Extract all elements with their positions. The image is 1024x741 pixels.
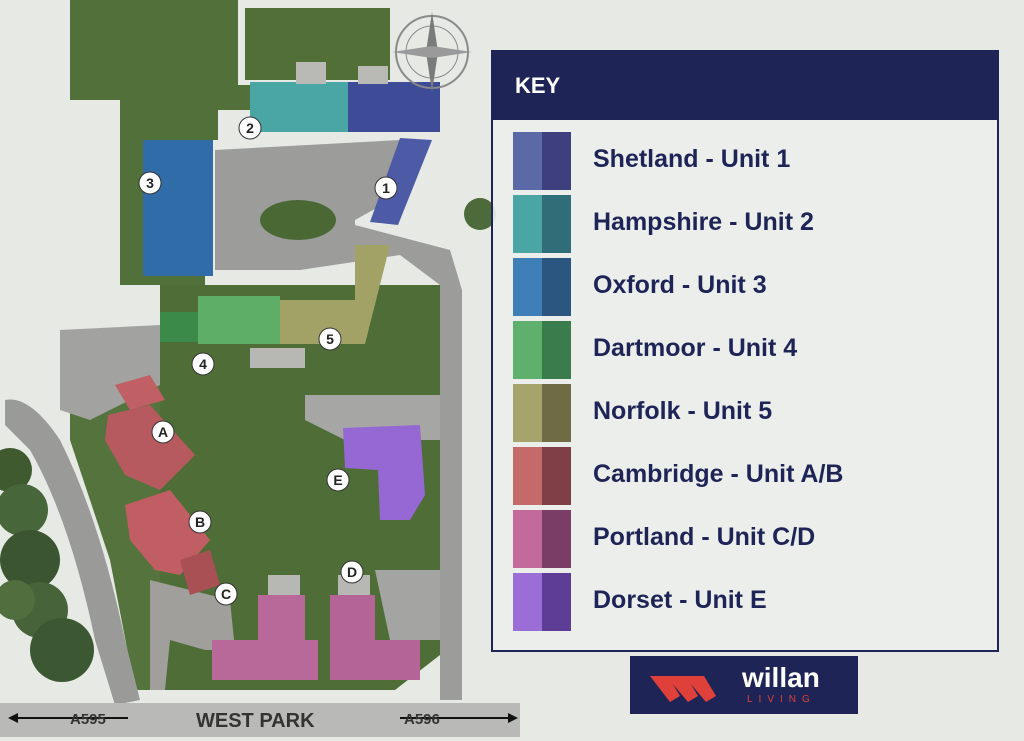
unit-5-building <box>280 245 390 344</box>
key-item: Portland - Unit C/D <box>513 510 983 568</box>
key-item: Dorset - Unit E <box>513 573 983 631</box>
key-swatch <box>513 321 571 379</box>
key-swatch <box>513 384 571 442</box>
unit-marker: 1 <box>374 176 398 200</box>
unit-marker: 2 <box>238 116 262 140</box>
unit-marker: C <box>214 582 238 606</box>
unit-marker: 4 <box>191 352 215 376</box>
road-label-west-park: WEST PARK <box>196 710 315 732</box>
roads <box>0 140 520 737</box>
compass-icon <box>392 12 472 92</box>
willan-living-logo: willan LIVING <box>630 656 858 714</box>
unit-marker-label: B <box>195 514 205 530</box>
key-item: Oxford - Unit 3 <box>513 258 983 316</box>
key-swatch <box>513 510 571 568</box>
unit-4-wing <box>160 312 200 342</box>
unit-1-building <box>370 138 432 225</box>
road-label-a596: A596 <box>404 711 440 728</box>
unit-markers: 1 2 3 4 5A B C D E <box>138 116 398 606</box>
tree-cluster <box>0 448 94 682</box>
key-label: Oxford - Unit 3 <box>593 271 767 299</box>
unit-marker: B <box>188 510 212 534</box>
unit-2-building <box>250 82 350 132</box>
unit-e-building <box>343 425 425 520</box>
key-swatch <box>513 573 571 631</box>
key-swatch <box>513 195 571 253</box>
key-label: Shetland - Unit 1 <box>593 145 791 173</box>
key-item: Cambridge - Unit A/B <box>513 447 983 505</box>
unit-1-wing <box>348 82 440 132</box>
key-title: KEY <box>493 52 997 120</box>
road-arrows <box>8 713 518 723</box>
unit-marker-label: A <box>158 424 168 440</box>
willan-logo-mark-icon <box>650 676 716 702</box>
map-key: KEY Shetland - Unit 1 Hampshire - Unit 2 O… <box>491 50 999 652</box>
key-label: Dorset - Unit E <box>593 586 767 614</box>
unit-marker-label: 2 <box>246 120 254 136</box>
unit-marker-label: E <box>333 472 342 488</box>
road-label-a595: A595 <box>70 711 106 728</box>
unit-3-building <box>143 140 213 276</box>
key-item: Dartmoor - Unit 4 <box>513 321 983 379</box>
tree <box>464 198 496 230</box>
logo-sub: LIVING <box>747 694 816 705</box>
key-swatch <box>513 132 571 190</box>
unit-marker-label: 1 <box>382 180 390 196</box>
key-label: Norfolk - Unit 5 <box>593 397 773 425</box>
unit-marker-label: 5 <box>326 331 334 347</box>
unit-marker: 3 <box>138 171 162 195</box>
unit-marker: A <box>151 420 175 444</box>
unit-marker: E <box>326 468 350 492</box>
key-label: Portland - Unit C/D <box>593 523 816 551</box>
key-label: Cambridge - Unit A/B <box>593 460 844 488</box>
unit-marker-label: 3 <box>146 175 154 191</box>
unit-marker: D <box>340 560 364 584</box>
unit-a-b-buildings <box>105 375 220 595</box>
unit-marker-label: C <box>221 586 231 602</box>
key-item: Shetland - Unit 1 <box>513 132 983 190</box>
unit-marker-label: D <box>347 564 357 580</box>
unit-marker: 5 <box>318 327 342 351</box>
key-swatch <box>513 447 571 505</box>
key-swatch <box>513 258 571 316</box>
key-label: Hampshire - Unit 2 <box>593 208 814 236</box>
key-label: Dartmoor - Unit 4 <box>593 334 798 362</box>
key-item: Norfolk - Unit 5 <box>513 384 983 442</box>
unit-4-building <box>198 296 280 344</box>
logo-brand: willan <box>742 662 820 693</box>
unit-marker-label: 4 <box>199 356 207 372</box>
key-item: Hampshire - Unit 2 <box>513 195 983 253</box>
